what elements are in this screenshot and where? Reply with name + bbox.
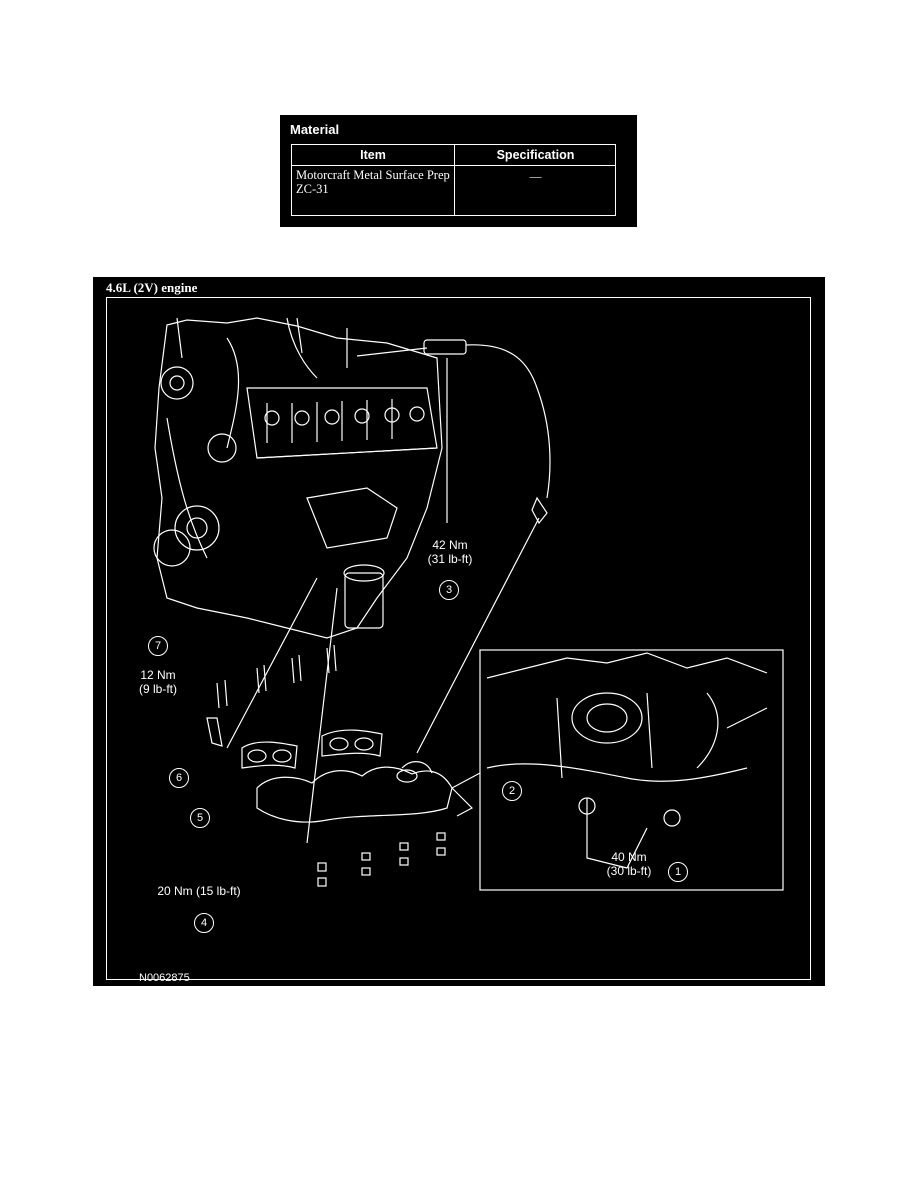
callout-7-torque-nm: 12 Nm <box>140 668 176 682</box>
callout-4-torque: 20 Nm (15 lb-ft) <box>157 884 241 898</box>
column-header-item: Item <box>292 145 455 166</box>
callout-1-torque-nm: 40 Nm <box>611 850 647 864</box>
callout-2-badge: 2 <box>502 781 522 801</box>
callout-3-badge: 3 <box>439 580 459 600</box>
callout-7-torque-lbft: (9 lb-ft) <box>138 682 177 696</box>
column-divider <box>454 166 455 215</box>
engine-illustration <box>153 317 784 891</box>
figure-id: N0062875 <box>139 972 190 984</box>
table-cell-item: Motorcraft Metal Surface Prep ZC-31 <box>296 168 450 196</box>
sensor-harness-drawing <box>356 339 551 754</box>
callout-1-torque: 40 Nm(30 lb-ft) <box>594 850 664 878</box>
callout-3-torque-lbft: (31 lb-ft) <box>427 552 473 566</box>
manifold-nuts-drawing <box>317 832 446 887</box>
callout-7-badge: 7 <box>148 636 168 656</box>
engine-block-drawing <box>153 317 443 639</box>
callout-3-torque-nm: 42 Nm <box>432 538 468 552</box>
callout-5-badge: 5 <box>190 808 210 828</box>
column-header-specification: Specification <box>455 145 616 166</box>
callout-6-badge: 6 <box>169 768 189 788</box>
manifold-studs-drawing <box>206 577 338 844</box>
material-table: Item Specification Motorcraft Metal Surf… <box>291 144 616 216</box>
exhaust-manifold-drawing <box>256 761 473 823</box>
inset-detail-drawing <box>451 649 784 891</box>
material-title: Material <box>290 122 340 137</box>
callout-1-torque-lbft: (30 lb-ft) <box>606 864 652 878</box>
callout-3-torque: 42 Nm(31 lb-ft) <box>420 538 480 566</box>
table-cell-specification: — <box>529 169 542 183</box>
material-table-panel: Material Item Specification Motorcraft M… <box>280 115 637 227</box>
callout-7-torque: 12 Nm(9 lb-ft) <box>130 668 186 696</box>
figure-frame: 42 Nm(31 lb-ft) 3 7 12 Nm(9 lb-ft) 6 5 2… <box>106 297 811 984</box>
engine-figure: 4.6L (2V) engine <box>93 277 825 986</box>
gasket-drawing <box>241 729 383 769</box>
figure-caption: 4.6L (2V) engine <box>106 280 198 295</box>
callout-1-badge: 1 <box>668 862 688 882</box>
callout-4-badge: 4 <box>194 913 214 933</box>
